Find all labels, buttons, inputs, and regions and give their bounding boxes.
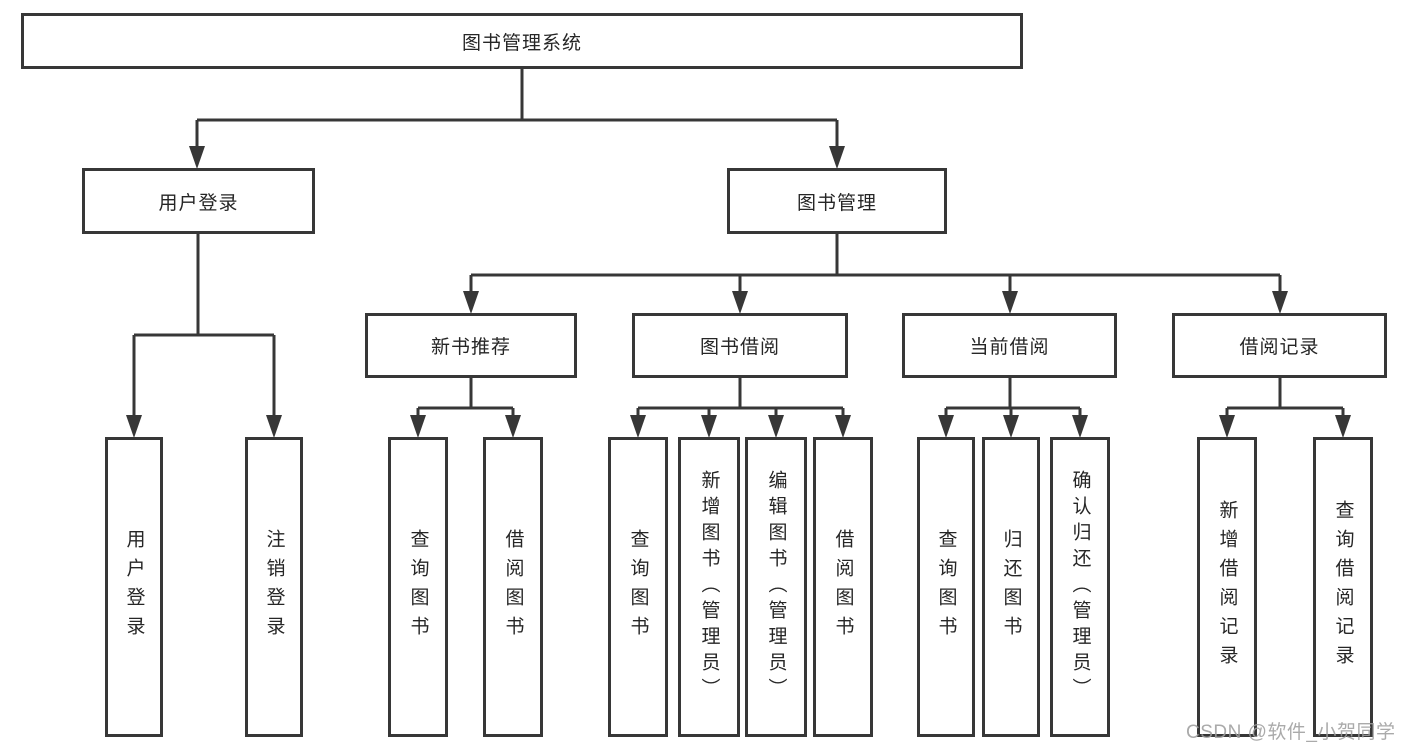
node-label: 当前借阅 xyxy=(969,337,1050,358)
leaf-label: 编辑图书（管理员） xyxy=(765,470,787,704)
node-current-borrowing: 当前借阅 xyxy=(902,313,1117,378)
node-root-system: 图书管理系统 xyxy=(21,13,1023,69)
leaf-label: 注销登录 xyxy=(263,529,285,645)
node-borrow-records: 借阅记录 xyxy=(1172,313,1387,378)
node-label: 图书管理系统 xyxy=(461,32,582,54)
leaf-label: 查询图书 xyxy=(407,529,429,645)
node-label: 图书管理 xyxy=(796,192,877,214)
leaf-label: 查询图书 xyxy=(935,529,957,645)
leaf-user-login: 用户登录 xyxy=(105,437,163,737)
leaf-label: 用户登录 xyxy=(123,529,145,645)
leaf-query-book: 查询图书 xyxy=(917,437,975,737)
leaf-label: 归还图书 xyxy=(1000,529,1022,645)
leaf-query-book: 查询图书 xyxy=(608,437,668,737)
node-label: 图书借阅 xyxy=(699,337,780,358)
leaf-borrow-book: 借阅图书 xyxy=(813,437,873,737)
connector-records-to-leaves xyxy=(1225,378,1345,420)
leaf-label: 借阅图书 xyxy=(832,529,854,645)
node-label: 新书推荐 xyxy=(430,337,511,358)
leaf-logout: 注销登录 xyxy=(245,437,303,737)
node-new-book-recommendation: 新书推荐 xyxy=(365,313,577,378)
leaf-label: 确认归还（管理员） xyxy=(1069,470,1091,704)
leaf-return-book: 归还图书 xyxy=(982,437,1040,737)
arrowheads xyxy=(126,146,1351,438)
node-label: 借阅记录 xyxy=(1239,337,1320,358)
leaf-query-borrow-record: 查询借阅记录 xyxy=(1313,437,1373,737)
csdn-watermark: CSDN @软件_小贺同学 xyxy=(1186,722,1396,743)
node-label: 用户登录 xyxy=(158,192,239,214)
leaf-add-book-admin: 新增图书（管理员） xyxy=(678,437,740,737)
connector-current-borrow-to-leaves xyxy=(944,378,1082,420)
connector-user-login-to-leaves xyxy=(132,234,276,420)
connector-book-mgmt-to-level2 xyxy=(469,234,1282,296)
leaf-edit-book-admin: 编辑图书（管理员） xyxy=(745,437,807,737)
connector-root-to-level1 xyxy=(195,69,839,150)
node-book-borrowing: 图书借阅 xyxy=(632,313,848,378)
leaf-label: 查询借阅记录 xyxy=(1332,500,1354,674)
leaf-add-borrow-record: 新增借阅记录 xyxy=(1197,437,1257,737)
leaf-label: 新增借阅记录 xyxy=(1216,500,1238,674)
connector-new-book-to-leaves xyxy=(416,378,515,420)
leaf-label: 借阅图书 xyxy=(502,529,524,645)
leaf-label: 查询图书 xyxy=(627,529,649,645)
connector-book-borrow-to-leaves xyxy=(636,378,845,420)
leaf-confirm-return-admin: 确认归还（管理员） xyxy=(1050,437,1110,737)
leaf-label: 新增图书（管理员） xyxy=(698,470,720,704)
node-book-management: 图书管理 xyxy=(727,168,947,234)
leaf-query-book: 查询图书 xyxy=(388,437,448,737)
node-user-login: 用户登录 xyxy=(82,168,315,234)
leaf-borrow-book: 借阅图书 xyxy=(483,437,543,737)
